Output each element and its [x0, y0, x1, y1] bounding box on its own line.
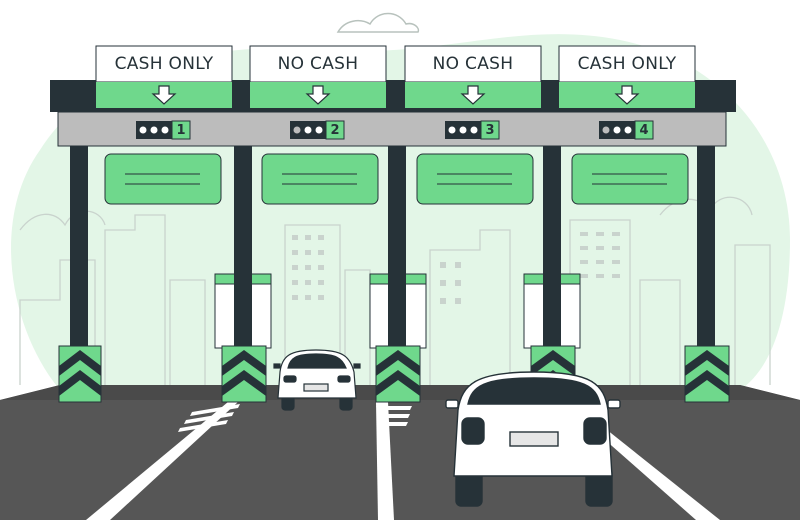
gantry-pillars	[70, 146, 715, 346]
car-small	[273, 349, 361, 411]
cloud	[336, 12, 420, 33]
screen-lines	[125, 173, 667, 185]
city-skyline	[19, 196, 771, 385]
car-large	[445, 371, 621, 507]
toll-screens	[104, 153, 689, 205]
lane-sign-4	[558, 45, 696, 108]
arrow-down-icon	[151, 85, 640, 105]
building-windows	[292, 232, 620, 304]
traffic-light-icon	[136, 120, 654, 140]
